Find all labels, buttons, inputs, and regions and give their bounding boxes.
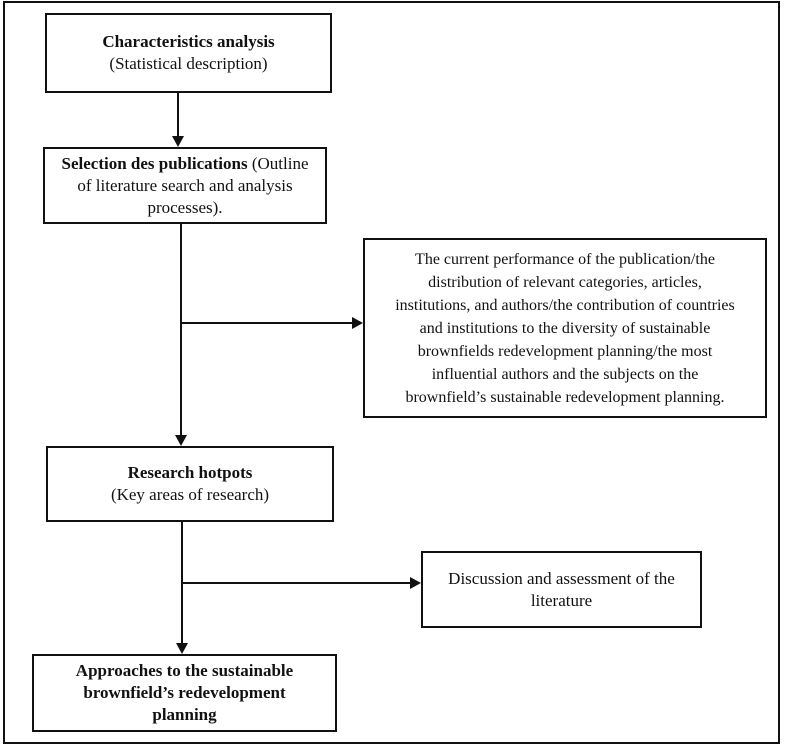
branch-to-discussion <box>182 582 410 584</box>
performance-text: The current performance of the publicati… <box>395 250 735 406</box>
hotpots-subtitle: (Key areas of research) <box>110 485 270 504</box>
selection-title: Selection des publications <box>61 153 248 173</box>
characteristics-subtitle: (Statistical description) <box>109 54 268 73</box>
arrowhead-right-icon <box>352 317 363 329</box>
hotpots-title: Research hotpots <box>127 463 253 482</box>
box-characteristics-analysis: Characteristics analysis (Statistical de… <box>45 13 332 93</box>
arrowhead-down-icon <box>176 643 188 654</box>
approaches-title: Approaches to the sustainable brownfield… <box>75 661 294 724</box>
box-approaches: Approaches to the sustainable brownfield… <box>32 654 337 732</box>
box-selection-des-publications: Selection des publications (Outline of l… <box>43 147 327 224</box>
arrowhead-down-icon <box>172 136 184 147</box>
connector-selection-to-hotpots <box>180 224 182 435</box>
characteristics-title: Characteristics analysis <box>102 32 275 51</box>
box-publication-performance: The current performance of the publicati… <box>363 238 767 418</box>
box-discussion-assessment: Discussion and assessment of the literat… <box>421 551 702 628</box>
selection-description: (Outline of literature search and analys… <box>77 153 309 217</box>
selection-text: Selection des publications (Outline of l… <box>57 153 313 219</box>
box-research-hotpots: Research hotpots (Key areas of research) <box>46 446 334 522</box>
outer-frame <box>3 1 780 744</box>
branch-to-performance <box>181 322 352 324</box>
arrowhead-down-icon <box>175 435 187 446</box>
discussion-text: Discussion and assessment of the literat… <box>448 568 675 610</box>
connector-characteristics-to-selection <box>177 93 179 137</box>
arrowhead-right-icon <box>410 577 421 589</box>
